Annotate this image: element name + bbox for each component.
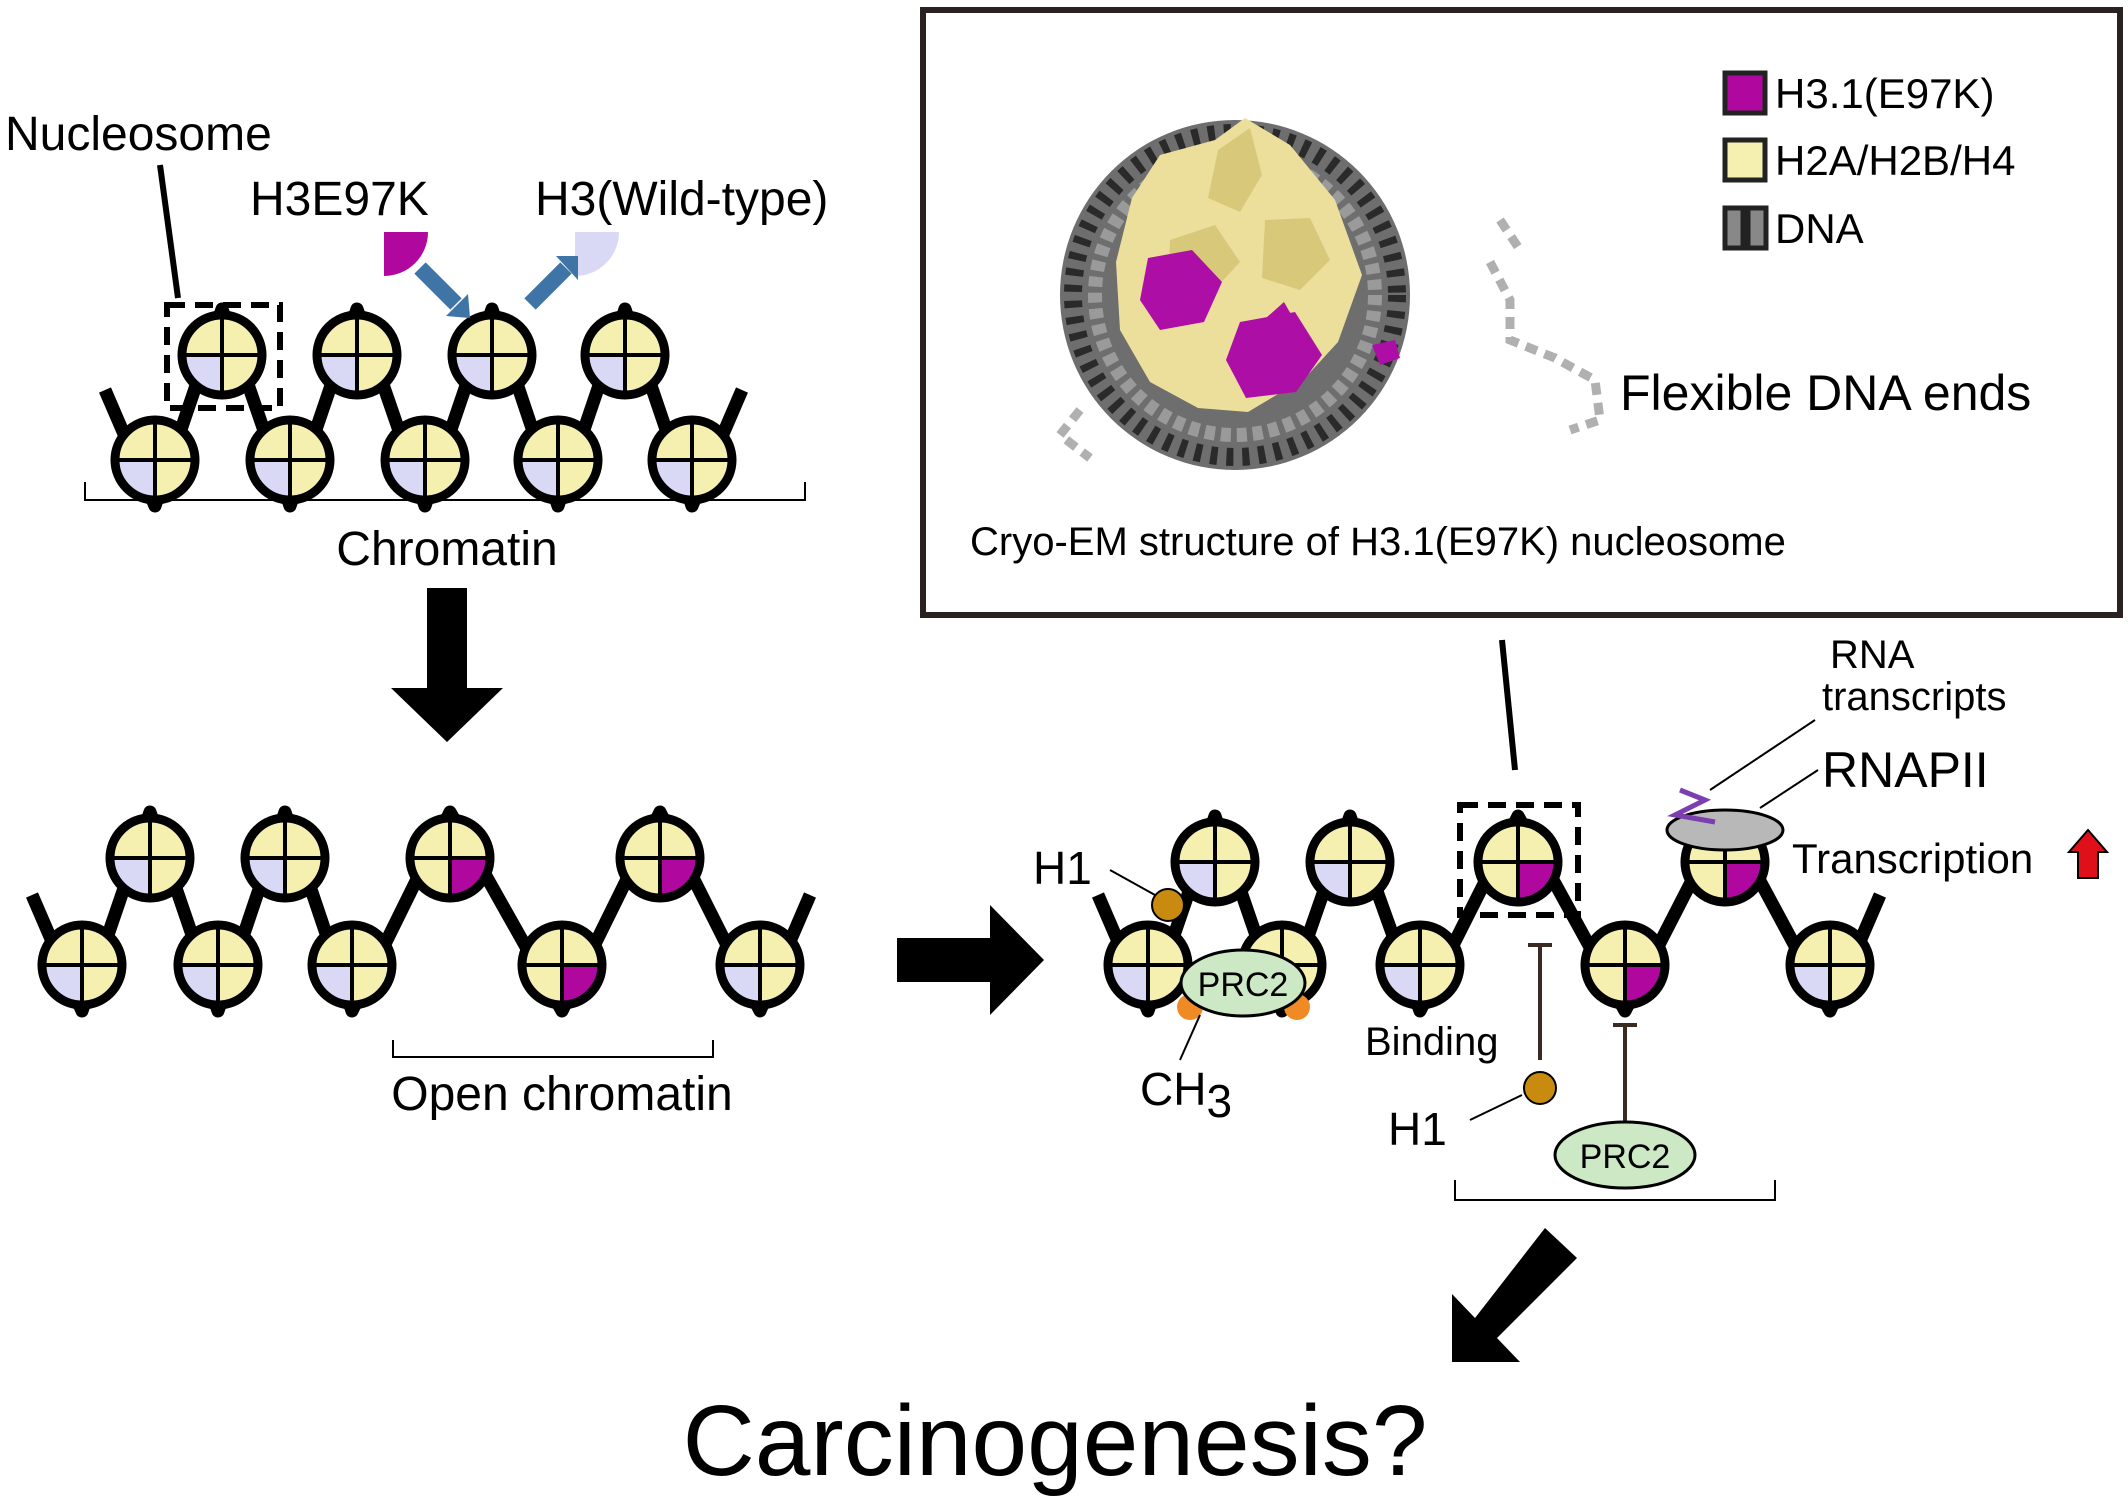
transcription-label: Transcription xyxy=(1792,835,2033,882)
nucleosome-bottom-5 xyxy=(647,415,737,505)
transition-right-arrow xyxy=(897,905,1044,1015)
nucleosome-top-1 xyxy=(177,310,267,400)
nucleosome-label: Nucleosome xyxy=(5,108,272,161)
transcription-up-arrow xyxy=(2066,828,2110,879)
rnapii-pointer xyxy=(1759,769,1819,809)
incorporation-arrow xyxy=(414,262,462,310)
nucleosome-top-2 xyxy=(1305,817,1395,907)
eviction-arrowhead xyxy=(556,256,578,280)
legend-label-h2a-h2b-h4: H2A/H2B/H4 xyxy=(1775,137,2015,184)
legend-label-h31-e97k: H3.1(E97K) xyxy=(1775,70,1994,117)
rna-transcripts-label-line2: transcripts xyxy=(1822,675,2007,719)
transition-down-arrow xyxy=(391,588,503,742)
nucleosome-bottom-5 xyxy=(1785,920,1875,1010)
nucleosome-bottom-1 xyxy=(110,415,200,505)
prc2-complex-bound xyxy=(1179,948,1307,1018)
nucleosome-pointer-line xyxy=(157,164,181,299)
legend-swatch-h31-e97k xyxy=(1722,70,1768,116)
linker-histone-h1-free xyxy=(1523,1071,1557,1105)
incorporation-arrowhead xyxy=(446,294,470,318)
h3e97k-label: H3E97K xyxy=(250,173,429,226)
h1-pointer-bottom xyxy=(1469,1094,1523,1121)
nucleosome-bottom-2 xyxy=(173,920,263,1010)
chromatin-section: Nucleosome H3E97K H3(Wild-type) Chromati… xyxy=(5,108,828,576)
open-chromatin-section: Open chromatin xyxy=(26,805,816,1121)
nucleosome-bottom-3 xyxy=(1375,920,1465,1010)
ch3-label: CH3 xyxy=(1140,1063,1232,1127)
chromatin-label: Chromatin xyxy=(336,523,557,576)
carcinogenesis-label: Carcinogenesis? xyxy=(683,1385,1428,1497)
nucleosome-bottom-5 xyxy=(715,920,805,1010)
nucleosome-top-1 xyxy=(105,813,195,903)
nucleosome-top-3 xyxy=(405,813,495,903)
chromatin-fiber xyxy=(99,302,748,513)
open-chromatin-bracket xyxy=(392,1040,714,1058)
rna-transcripts-label-line1: RNA xyxy=(1830,633,1915,677)
h1-label-top: H1 xyxy=(1033,842,1092,894)
prc2-label-free: PRC2 xyxy=(1580,1138,1671,1176)
prc2-complex-free xyxy=(1553,1120,1697,1190)
nucleosome-top-3 xyxy=(1473,817,1563,907)
nucleosome-top-4 xyxy=(580,310,670,400)
chromatin-bracket xyxy=(84,482,806,501)
h1-pointer-top xyxy=(1109,869,1156,896)
rna-transcripts-pointer xyxy=(1709,719,1816,791)
legend-swatch-h2a-h2b-h4 xyxy=(1722,137,1768,183)
nucleosome-bottom-4 xyxy=(517,920,607,1010)
nucleosome-bottom-1 xyxy=(1103,920,1193,1010)
binding-label: Binding xyxy=(1365,1020,1498,1064)
cryo-em-panel: H3.1(E97K) H2A/H2B/H4 DNA Flexible DNA e… xyxy=(920,7,2123,618)
legend-swatch-dna xyxy=(1722,205,1769,251)
nucleosome-bottom-4 xyxy=(1580,920,1670,1010)
rna-transcript-strand xyxy=(1667,787,1716,825)
outcome-arrow xyxy=(1452,1228,1577,1362)
nucleosome-top-2 xyxy=(240,813,330,903)
nucleosome-bottom-3 xyxy=(307,920,397,1010)
result-bracket xyxy=(1454,1180,1776,1201)
h1-label-bottom: H1 xyxy=(1388,1103,1447,1155)
ch3-pointer xyxy=(1179,1014,1201,1061)
flexible-dna-ends-label: Flexible DNA ends xyxy=(1620,365,2031,421)
h3e97k-histone-piece xyxy=(384,232,428,276)
open-chromatin-fiber xyxy=(26,805,816,1018)
nucleosome-bottom-3 xyxy=(380,415,470,505)
eviction-arrow xyxy=(524,262,572,310)
nucleosome-top-2 xyxy=(312,310,402,400)
mutant-nucleosome-highlight-box xyxy=(1457,802,1581,918)
nucleosome-top-1 xyxy=(1170,817,1260,907)
rnapii-label: RNAPII xyxy=(1822,742,1989,798)
h3-wildtype-histone-piece xyxy=(575,232,619,276)
nucleosome-bottom-4 xyxy=(513,415,603,505)
nucleosome-highlight-box xyxy=(164,302,283,411)
legend-label-dna: DNA xyxy=(1775,205,1864,252)
prc2-label-bound: PRC2 xyxy=(1198,966,1289,1004)
h3-wildtype-label: H3(Wild-type) xyxy=(535,173,828,226)
nucleosome-bottom-2 xyxy=(245,415,335,505)
nucleosome-bottom-1 xyxy=(37,920,127,1010)
cryo-em-legend: H3.1(E97K) H2A/H2B/H4 DNA xyxy=(1722,70,2015,252)
cryo-em-structure-image xyxy=(1053,118,1605,470)
nucleosome-top-4 xyxy=(615,813,705,903)
nucleosome-top-3 xyxy=(447,310,537,400)
result-chromatin-section: H1 PRC2 CH3 Binding H1 PRC2 RNA transcri… xyxy=(1033,633,2110,1201)
linker-histone-h1-bound xyxy=(1151,888,1185,922)
cryo-em-caption: Cryo-EM structure of H3.1(E97K) nucleoso… xyxy=(970,520,1786,564)
open-chromatin-label: Open chromatin xyxy=(391,1068,733,1121)
panel-pointer-line xyxy=(1499,639,1518,771)
